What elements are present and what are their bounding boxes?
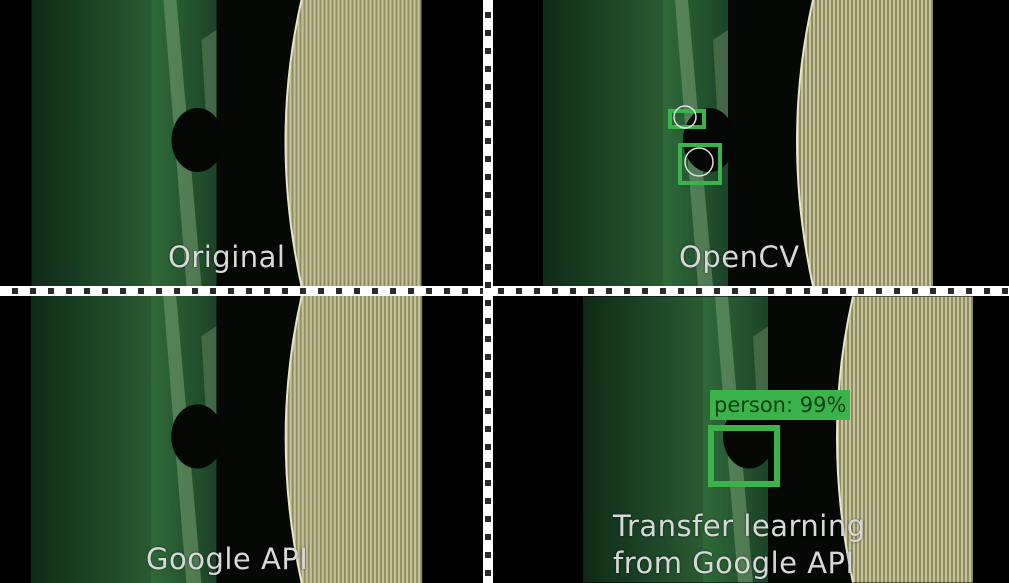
opencv-circle-small — [673, 105, 697, 129]
panel-original: Original — [0, 0, 483, 286]
opencv-circle-large — [684, 147, 714, 177]
person-detection-label: person: 99% — [710, 390, 851, 420]
opencv-box-small — [668, 109, 706, 129]
panel-opencv: OpenCV — [493, 0, 1009, 286]
horizontal-divider — [0, 286, 1009, 296]
vertical-divider — [483, 0, 493, 583]
opencv-detections — [668, 105, 722, 185]
label-opencv: OpenCV — [679, 240, 800, 274]
transfer-detection — [708, 425, 780, 487]
scene-image-google-api — [0, 296, 483, 583]
label-google-api: Google API — [146, 542, 309, 576]
panel-transfer-learning: person: 99% Transfer learning from Googl… — [493, 296, 1009, 583]
panel-google-api: Google API — [0, 296, 483, 583]
label-transfer-line1: Transfer learning — [613, 509, 866, 543]
label-transfer-line2: from Google API — [613, 546, 855, 580]
label-original: Original — [168, 240, 286, 274]
person-box — [708, 425, 780, 487]
opencv-box-large — [678, 143, 722, 185]
